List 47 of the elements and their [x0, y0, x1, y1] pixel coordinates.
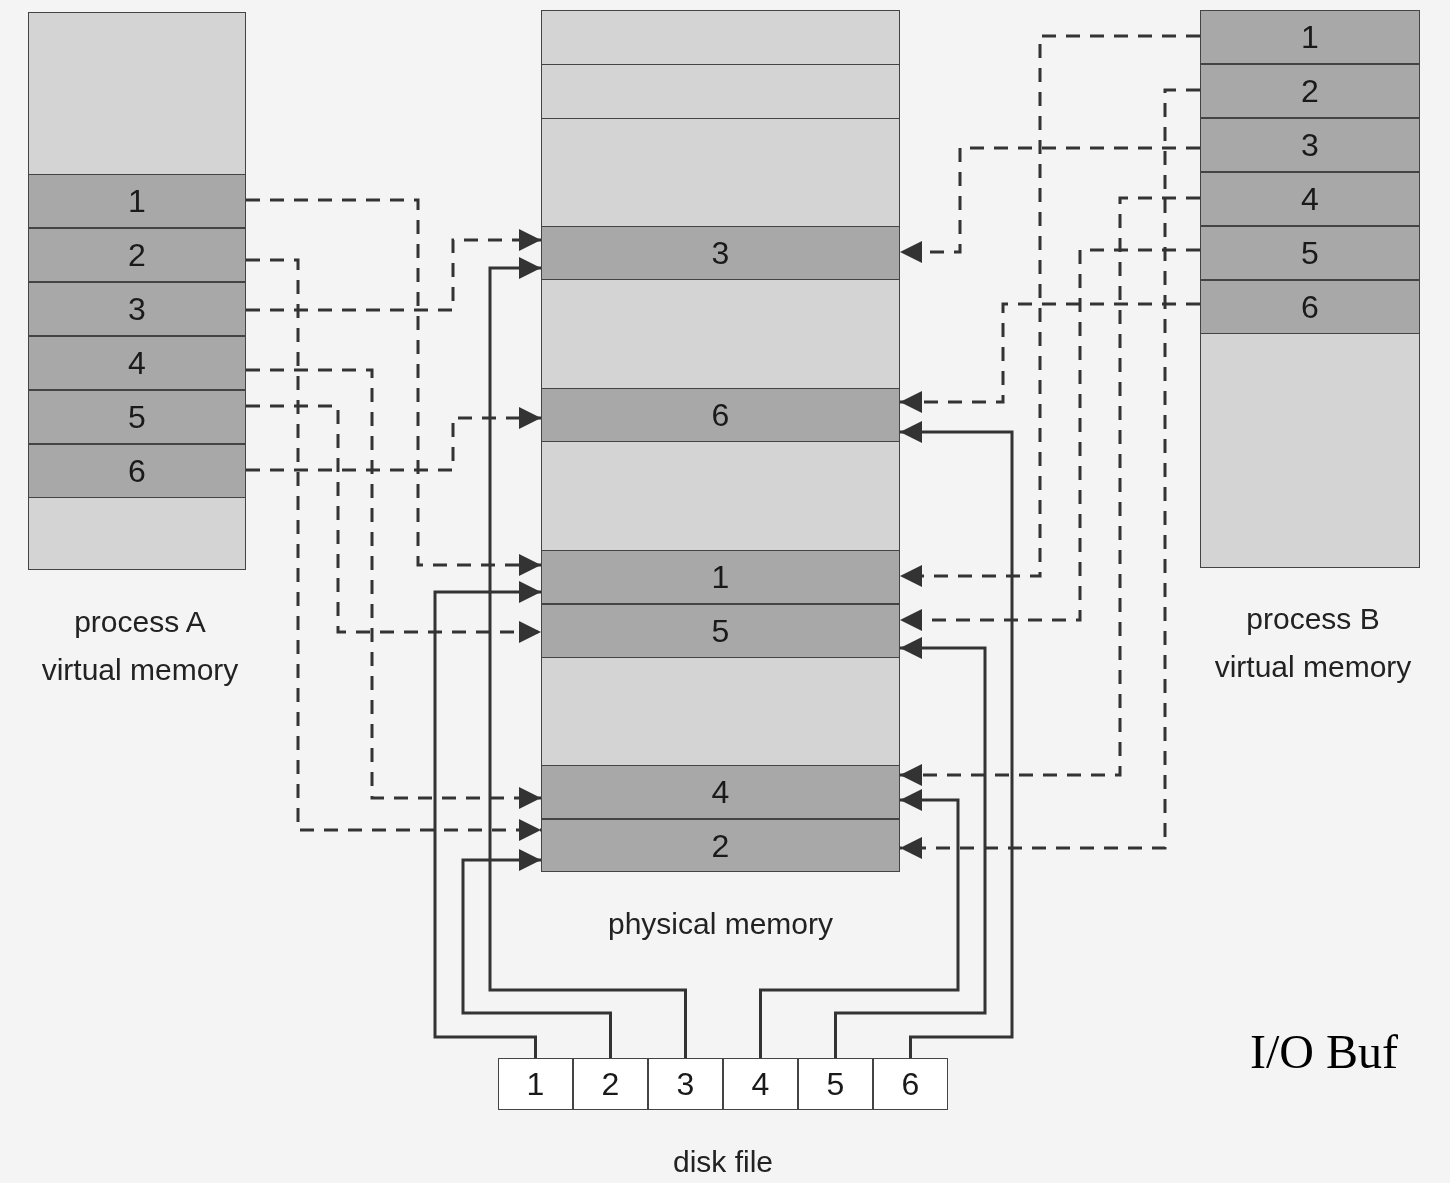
disk-block: 2 [573, 1058, 648, 1110]
arrow [900, 248, 1200, 631]
memory-page: 4 [28, 336, 246, 390]
disk-block: 4 [723, 1058, 798, 1110]
memory-page: 5 [541, 604, 900, 658]
arrow [900, 302, 1200, 413]
arrow [246, 404, 541, 643]
memory-page: 3 [1200, 118, 1420, 172]
arrow [900, 146, 1200, 263]
arrow [488, 257, 687, 1058]
slide-text: I/O Buf [1250, 1028, 1398, 1076]
memory-page: 1 [28, 174, 246, 228]
arrow [834, 637, 987, 1058]
memory-page: 5 [1200, 226, 1420, 280]
arrow [433, 581, 541, 1058]
memory-page: 3 [28, 282, 246, 336]
column-caption: process A virtual memory [40, 604, 240, 688]
arrow [246, 368, 541, 809]
disk-block: 5 [798, 1058, 873, 1110]
arrow [246, 198, 541, 576]
memory-page: 6 [1200, 280, 1420, 334]
disk-block: 1 [498, 1058, 573, 1110]
memory-page: 1 [1200, 10, 1420, 64]
memory-page: 4 [541, 765, 900, 819]
memory-page: 2 [28, 228, 246, 282]
arrow [759, 789, 960, 1058]
memory-page: 2 [541, 819, 900, 872]
memory-page: 6 [28, 444, 246, 498]
memory-page: 4 [1200, 172, 1420, 226]
arrow [246, 229, 541, 312]
arrow [900, 88, 1200, 859]
memory-page: 1 [541, 550, 900, 604]
memory-page: 2 [1200, 64, 1420, 118]
arrow [246, 407, 541, 472]
memory-page: 6 [541, 388, 900, 442]
column-caption: disk file [671, 1144, 774, 1180]
column-caption: physical memory [606, 906, 835, 942]
arrow [461, 849, 612, 1058]
disk-block: 6 [873, 1058, 948, 1110]
disk-block: 3 [648, 1058, 723, 1110]
arrow [900, 34, 1200, 587]
arrow [900, 196, 1200, 786]
memory-page: 3 [541, 226, 900, 280]
arrow [246, 258, 541, 841]
column-caption: process B virtual memory [1213, 601, 1413, 685]
memory-page: 5 [28, 390, 246, 444]
arrow [900, 421, 1014, 1058]
